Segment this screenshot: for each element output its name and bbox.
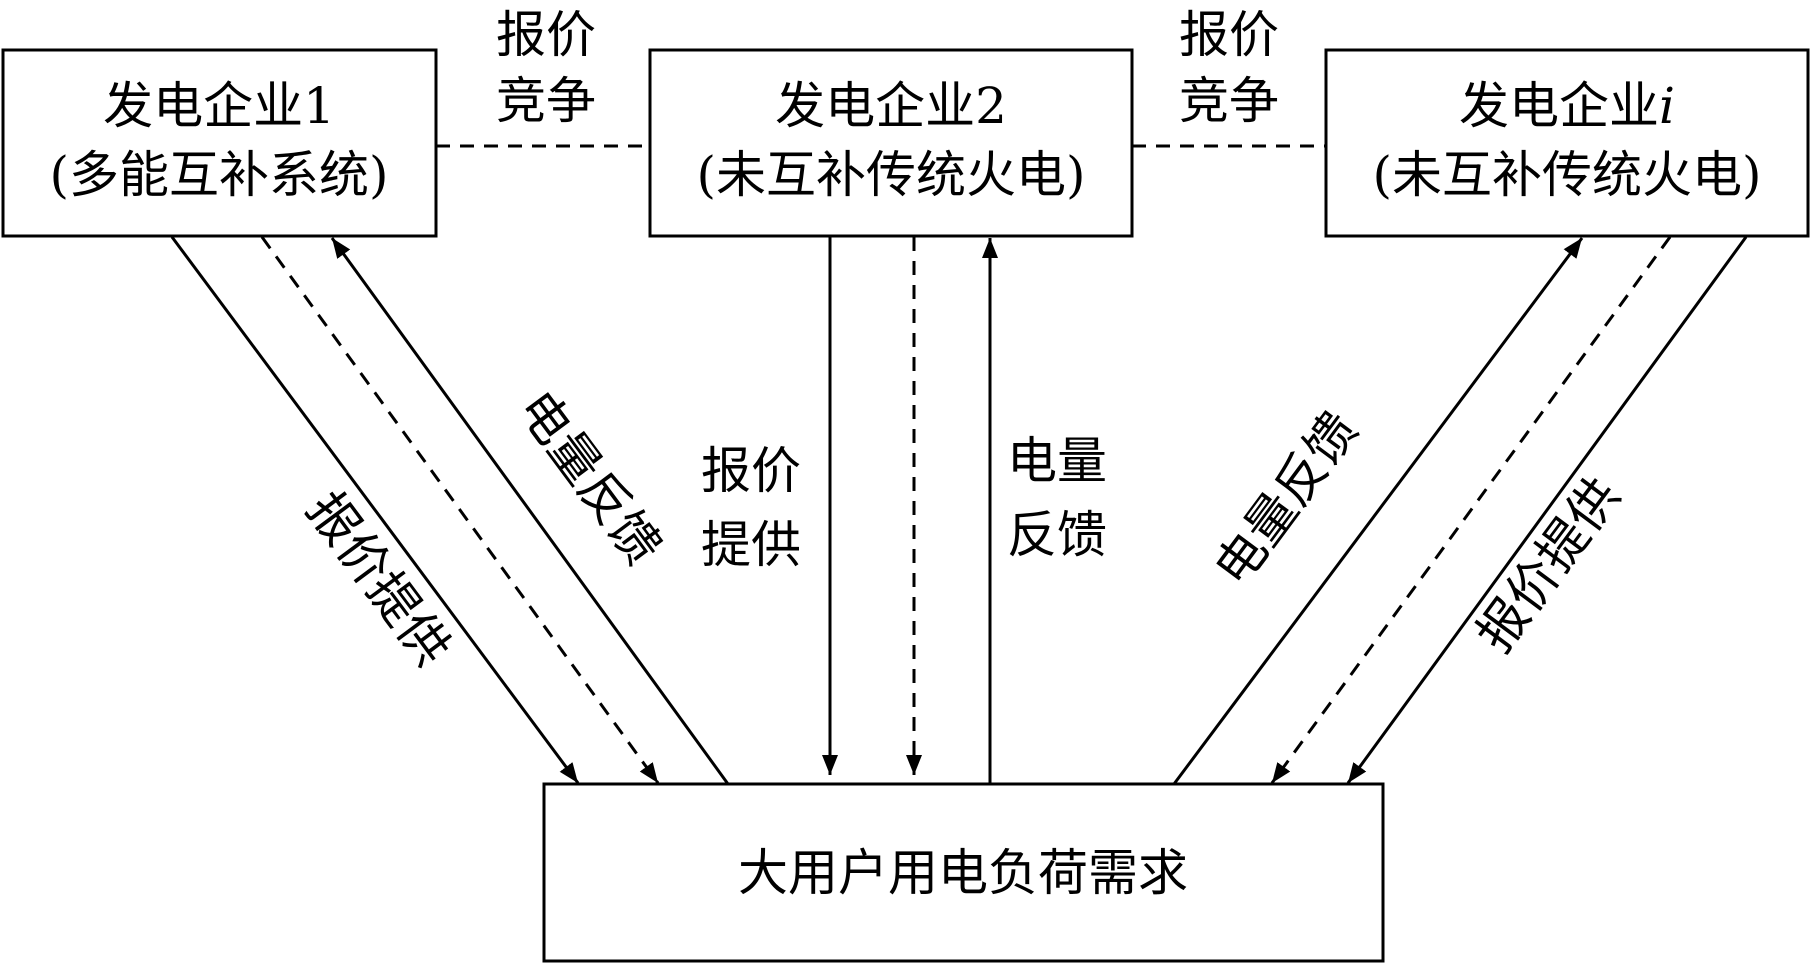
geni-dashed-arrow <box>1270 236 1672 784</box>
gen1-quote-label: 报价提供 <box>296 481 462 676</box>
node-geni: 发电企业i (未互补传统火电) <box>1324 48 1810 238</box>
node-geni-title: 发电企业i <box>1459 77 1675 135</box>
geni-feedback-label: 电量反馈 <box>1203 401 1369 596</box>
gen2-quote-label-line2: 提供 <box>701 516 801 574</box>
node-gen2: 发电企业2 (未互补传统火电) <box>648 48 1134 238</box>
gen2-feedback-label-line1: 电量 <box>1007 432 1107 490</box>
node-geni-title-prefix: 发电企业 <box>1459 77 1659 135</box>
geni-quote-label: 报价提供 <box>1465 467 1631 662</box>
competition-label-left-line2: 竞争 <box>496 72 596 130</box>
node-demand-label: 大用户用电负荷需求 <box>738 844 1188 902</box>
gen1-quote-arrow <box>170 236 580 784</box>
gen1-feedback-label: 电量反馈 <box>507 380 673 575</box>
node-gen1-title: 发电企业1 <box>103 77 335 135</box>
competition-label-right-line2: 竞争 <box>1179 72 1279 130</box>
gen1-feedback-arrow <box>330 237 730 785</box>
competition-label-left-line1: 报价 <box>496 6 596 64</box>
gen1-dashed-arrow <box>260 236 660 784</box>
geni-feedback-arrow <box>1172 237 1584 785</box>
node-geni-title-index: i <box>1659 77 1675 135</box>
geni-quote-arrow <box>1346 236 1748 784</box>
node-geni-subtitle: (未互补传统火电) <box>1372 146 1761 204</box>
node-gen2-subtitle: (未互补传统火电) <box>696 146 1085 204</box>
gen2-feedback-label-line2: 反馈 <box>1007 506 1107 564</box>
node-gen2-title: 发电企业2 <box>775 77 1007 135</box>
node-gen1: 发电企业1 (多能互补系统) <box>1 48 438 238</box>
node-gen1-subtitle: (多能互补系统) <box>49 146 388 204</box>
gen2-quote-label-line1: 报价 <box>701 442 801 500</box>
competition-label-right-line1: 报价 <box>1179 6 1279 64</box>
node-demand: 大用户用电负荷需求 <box>542 782 1385 963</box>
